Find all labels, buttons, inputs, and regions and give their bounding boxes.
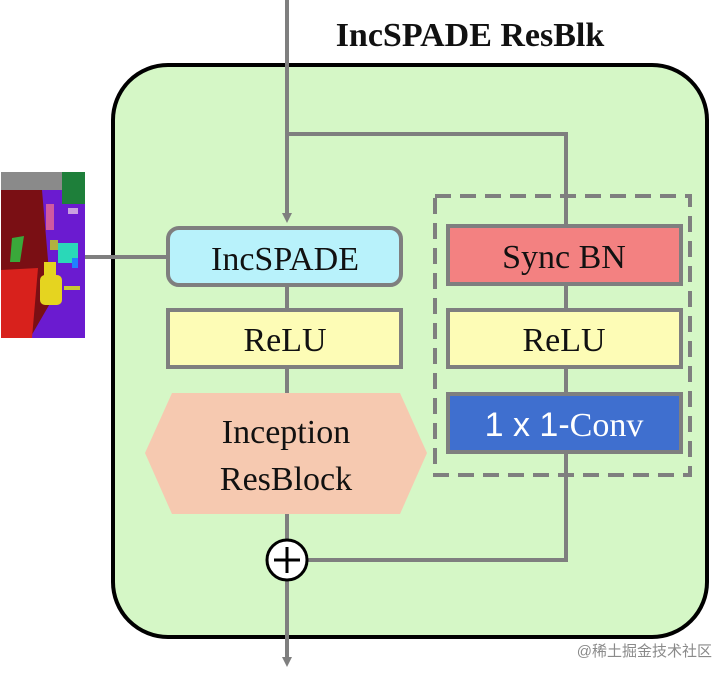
add-circle-icon	[265, 538, 309, 582]
inception-label-line1: Inception	[222, 414, 350, 451]
relu-main-block: ReLU	[166, 308, 403, 369]
segmentation-map-thumbnail	[1, 172, 85, 338]
watermark: @稀土掘金技术社区	[577, 643, 712, 660]
diagram-title: IncSPADE ResBlk	[336, 17, 605, 54]
conv-label-suffix: Conv	[570, 407, 644, 444]
connector-lines	[85, 0, 568, 667]
relu-main-label: ReLU	[243, 322, 326, 359]
conv-label: 1 x 1-Conv	[485, 406, 644, 444]
sync-bn-block: Sync BN	[446, 224, 683, 286]
shortcut-dashed-box	[433, 194, 692, 477]
inception-resblock-block: Inception ResBlock	[145, 393, 427, 514]
incspade-label: IncSPADE	[211, 241, 359, 278]
relu-shortcut-label: ReLU	[522, 322, 605, 359]
incspade-block: IncSPADE	[166, 226, 403, 287]
conv-1x1-block: 1 x 1-Conv	[446, 392, 683, 454]
relu-shortcut-block: ReLU	[446, 308, 683, 369]
sync-bn-label: Sync BN	[502, 239, 626, 276]
inception-label-line2: ResBlock	[220, 461, 352, 498]
conv-label-prefix: 1 x 1-	[485, 406, 570, 444]
